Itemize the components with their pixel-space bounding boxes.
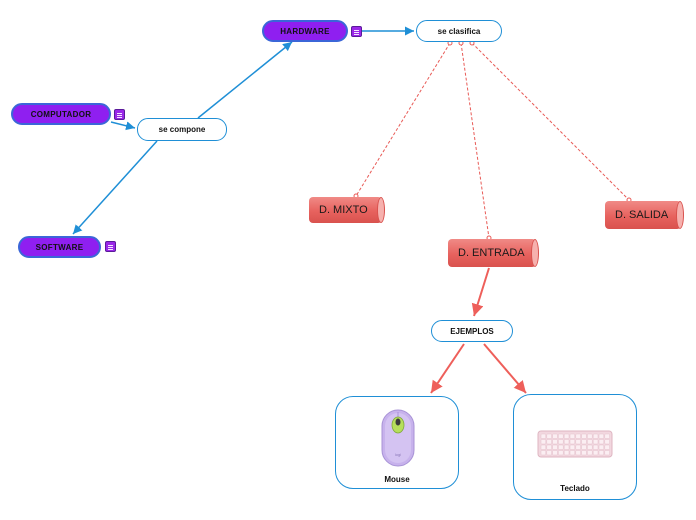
keyboard-key <box>563 450 570 456</box>
d-salida-label: D. SALIDA <box>615 209 669 221</box>
link-ejemplos-teclado <box>483 343 527 394</box>
keyboard-key <box>598 439 605 445</box>
keyboard-key <box>558 439 564 445</box>
mouse-card[interactable]: logi Mouse <box>335 396 459 489</box>
keyboard-key <box>592 450 599 456</box>
keyboard-key <box>563 439 570 445</box>
svg-text:logi: logi <box>395 452 401 457</box>
keyboard-key <box>575 450 581 456</box>
keyboard-key <box>604 439 610 445</box>
keyboard-key <box>569 433 576 439</box>
ejemplos-node[interactable]: EJEMPLOS <box>431 320 513 342</box>
keyboard-key <box>546 450 552 456</box>
keyboard-key <box>581 433 587 439</box>
keyboard-key <box>558 450 564 456</box>
teclado-card[interactable]: Teclado <box>513 394 637 500</box>
keyboard-key <box>540 444 547 450</box>
computador-label: COMPUTADOR <box>30 109 92 119</box>
keyboard-key <box>581 450 587 456</box>
link-d-entrada-ejemplos <box>471 267 490 317</box>
hardware-node[interactable]: HARDWARE <box>262 20 348 42</box>
computador-notes-icon[interactable] <box>114 109 125 120</box>
keyboard-key <box>592 433 599 439</box>
keyboard-key <box>563 433 570 439</box>
link-se-clasifica-d-entrada <box>460 42 490 239</box>
keyboard-key <box>569 439 576 445</box>
keyboard-key <box>587 439 593 445</box>
keyboard-key <box>569 450 576 456</box>
link-se-compone-software <box>72 140 158 235</box>
link-computador-se-compone <box>110 121 136 131</box>
keyboard-key <box>592 444 599 450</box>
link-se-clasifica-d-salida <box>471 42 630 201</box>
keyboard-key <box>546 444 552 450</box>
hardware-label: HARDWARE <box>280 26 330 36</box>
ejemplos-label: EJEMPLOS <box>450 326 494 336</box>
keyboard-key <box>569 444 576 450</box>
link-se-clasifica-d-mixto <box>355 42 451 197</box>
keyboard-key <box>575 433 581 439</box>
link-ejemplos-mouse <box>430 343 465 394</box>
keyboard-key <box>552 439 558 445</box>
d-mixto-label: D. MIXTO <box>319 204 368 216</box>
keyboard-key <box>546 439 552 445</box>
keyboard-key <box>604 444 610 450</box>
keyboard-key <box>587 450 593 456</box>
mouse-image: logi <box>381 409 415 467</box>
se-clasifica-label: se clasifica <box>437 26 481 36</box>
d-entrada-node[interactable]: D. ENTRADA <box>448 239 539 267</box>
link-se-compone-hardware <box>197 41 293 119</box>
software-node[interactable]: SOFTWARE <box>18 236 101 258</box>
keyboard-key <box>604 450 610 456</box>
keyboard-key <box>552 450 558 456</box>
keyboard-key <box>598 433 605 439</box>
keyboard-key <box>563 444 570 450</box>
keyboard-key <box>540 433 547 439</box>
d-mixto-node[interactable]: D. MIXTO <box>309 197 385 223</box>
keyboard-key <box>581 439 587 445</box>
keyboard-image <box>537 430 613 458</box>
keyboard-key <box>575 439 581 445</box>
computador-node[interactable]: COMPUTADOR <box>11 103 111 125</box>
keyboard-key <box>604 433 610 439</box>
keyboard-key <box>558 433 564 439</box>
keyboard-key <box>587 433 593 439</box>
keyboard-key <box>552 433 558 439</box>
keyboard-key <box>575 444 581 450</box>
keyboard-key <box>540 450 547 456</box>
keyboard-key <box>540 439 547 445</box>
se-compone-node[interactable]: se compone <box>137 118 227 141</box>
d-salida-node[interactable]: D. SALIDA <box>605 201 684 229</box>
keyboard-key <box>598 444 605 450</box>
keyboard-key <box>598 450 605 456</box>
d-entrada-label: D. ENTRADA <box>458 247 525 259</box>
keyboard-key <box>546 433 552 439</box>
keyboard-key <box>581 444 587 450</box>
mouse-caption: Mouse <box>384 475 410 484</box>
keyboard-key <box>587 444 593 450</box>
se-compone-label: se compone <box>158 125 206 134</box>
software-label: SOFTWARE <box>35 242 84 252</box>
keyboard-key <box>592 439 599 445</box>
teclado-caption: Teclado <box>560 484 590 493</box>
se-clasifica-node[interactable]: se clasifica <box>416 20 502 42</box>
software-notes-icon[interactable] <box>105 241 116 252</box>
keyboard-key <box>552 444 558 450</box>
hardware-notes-icon[interactable] <box>351 26 362 37</box>
keyboard-key <box>558 444 564 450</box>
